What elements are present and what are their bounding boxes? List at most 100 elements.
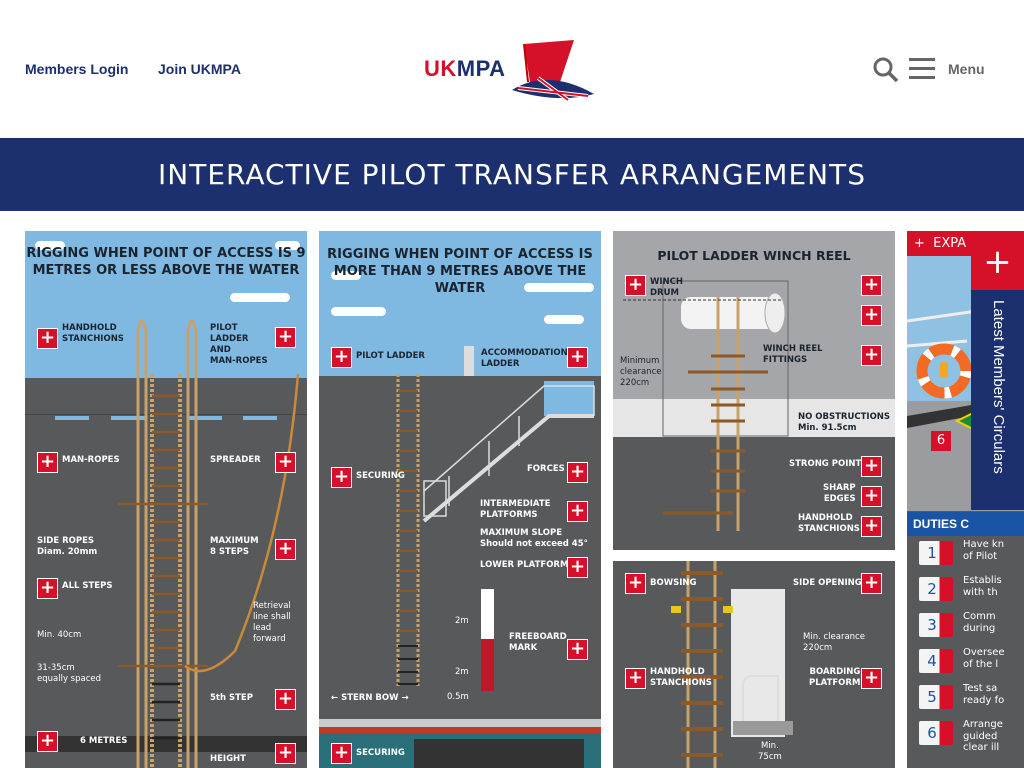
sky [319,231,601,376]
label-man-ropes: MAN-ROPES [62,455,120,465]
hamburger-icon[interactable] [909,58,935,80]
label-6-metres: 6 METRES [80,736,128,746]
plus-icon[interactable]: + [567,347,588,368]
plus-icon[interactable]: + [37,328,58,349]
panel-side-opening[interactable]: + BOWSING SIDE OPENING + Min. clearance … [613,561,895,768]
plus-icon[interactable]: + [275,539,296,560]
cloud [331,307,386,316]
duty-text: Arrange guided clear ill [963,719,1003,753]
cloud [331,271,361,280]
flag-icon: 1 [919,541,953,565]
label-side-opening: SIDE OPENING [793,578,862,588]
label-stern-bow: ← STERN BOW → [331,693,409,703]
label-pilot-ladder-man-ropes: PILOT LADDER AND MAN-ROPES [210,323,268,366]
plus-icon[interactable]: + [861,345,882,366]
plus-icon[interactable]: + [37,578,58,599]
plus-icon[interactable]: + [861,486,882,507]
plus-icon[interactable]: + [625,275,646,296]
plus-icon[interactable]: + [861,456,882,477]
flag-icon: 4 [919,649,953,673]
panel-rigging-9m-or-less[interactable]: RIGGING WHEN POINT OF ACCESS IS 9 METRES… [25,231,307,768]
list-item: 1 Have kn of Pilot [907,539,1024,575]
list-item: 6 Arrange guided clear ill [907,719,1024,755]
label-securing: SECURING [356,471,405,481]
sky [25,231,307,378]
plus-icon[interactable]: + [331,347,352,368]
plus-icon[interactable]: + [37,452,58,473]
members-login-link[interactable]: Members Login [25,61,129,77]
panel-title: RIGGING WHEN POINT OF ACCESS IS MORE THA… [327,247,593,296]
circulars-tab-label: Latest Members' Circulars [990,300,1007,474]
label-min-75cm: Min. 75cm [758,741,782,762]
label-side-ropes: SIDE ROPES Diam. 20mm [37,536,98,557]
join-ukmpa-link[interactable]: Join UKMPA [158,61,241,77]
panel-winch-reel[interactable]: PILOT LADDER WINCH REEL + WINCH DRUM + +… [613,231,895,550]
plus-icon[interactable]: + [275,689,296,710]
plus-icon[interactable]: + [861,275,882,296]
page-title: INTERACTIVE PILOT TRANSFER ARRANGEMENTS [0,138,1024,211]
duty-text: Have kn of Pilot [963,539,1005,562]
plus-icon[interactable]: + [861,573,882,594]
label-handhold-stanchions: HANDHOLD STANCHIONS [650,667,712,688]
label-min-40cm: Min. 40cm [37,630,82,640]
panel-rigging-more-than-9m[interactable]: RIGGING WHEN POINT OF ACCESS IS MORE THA… [319,231,601,768]
label-bowsing: BOWSING [650,578,697,588]
label-0-5m: 0.5m [447,692,469,702]
label-maximum-slope: MAXIMUM SLOPE Should not exceed 45° [480,528,588,549]
circulars-expand-button[interactable]: + [971,236,1024,290]
label-winch-reel-fittings: WINCH REEL FITTINGS [763,344,823,365]
label-handhold-stanchions: HANDHOLD STANCHIONS [798,513,860,534]
logo-uk: UK [424,56,457,81]
marker-6[interactable]: 6 [931,431,951,451]
list-item: 4 Oversee of the l [907,647,1024,683]
latest-circulars-tab[interactable]: Latest Members' Circulars [971,290,1024,510]
label-boarding-platform: BOARDING PLATFORM [809,667,861,688]
plus-icon[interactable]: + [567,557,588,578]
plus-icon[interactable]: + [331,743,352,764]
label-2m-lower: 2m [455,667,469,677]
cloud [544,315,584,324]
cloud [275,241,300,250]
label-forces: FORCES [527,464,565,474]
plus-icon[interactable]: + [37,731,58,752]
plus-icon[interactable]: + [567,639,588,660]
label-spreader: SPREADER [210,455,261,465]
search-icon[interactable] [873,57,899,83]
label-2m-upper: 2m [455,616,469,626]
plus-icon[interactable]: + [625,668,646,689]
cloud [35,241,65,250]
label-minimum-clearance: Minimum clearance 220cm [620,356,662,388]
winch-reel-illustration [623,280,789,531]
label-winch-drum: WINCH DRUM [650,277,684,298]
plus-icon[interactable]: + [275,743,296,764]
label-pilot-ladder: PILOT LADDER [356,351,425,361]
plus-icon[interactable]: + [861,516,882,537]
plus-icon[interactable]: + [275,452,296,473]
side-opening-illustration [671,561,793,768]
panel-title: RIGGING WHEN POINT OF ACCESS IS 9 METRES… [26,246,306,278]
label-height: HEIGHT [210,754,246,764]
plus-icon[interactable]: + [861,305,882,326]
label-min-clearance: Min. clearance 220cm [803,632,865,653]
duty-text: Comm during [963,611,996,634]
plus-icon[interactable]: + [331,467,352,488]
flag-icon: 6 [919,721,953,745]
duties-heading: DUTIES C [907,512,1024,536]
plus-icon[interactable]: + [861,668,882,689]
menu-button[interactable]: Menu [948,61,985,77]
ukmpa-logo[interactable]: UKMPA [424,38,604,102]
plus-icon[interactable]: + [275,327,296,348]
site-header: Members Login Join UKMPA UKMPA Menu [0,0,1024,138]
plus-icon[interactable]: + [625,573,646,594]
flag-icon: 2 [919,577,953,601]
label-intermediate-platforms: INTERMEDIATE PLATFORMS [480,499,551,520]
duty-text: Test sa ready fo [963,683,1005,706]
cloud [524,283,594,292]
duty-text: Oversee of the l [963,647,1005,670]
duty-text: Establis with th [963,575,1002,598]
plus-icon[interactable]: + [567,501,588,522]
plus-icon[interactable]: + [567,462,588,483]
